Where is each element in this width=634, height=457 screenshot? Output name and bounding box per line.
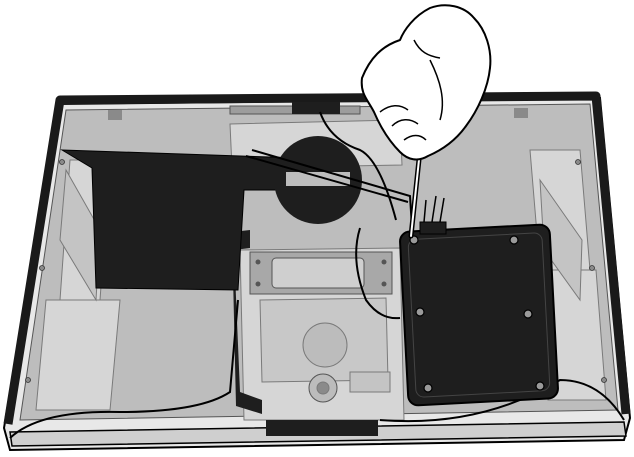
screw-icon — [424, 384, 432, 392]
screw-icon — [416, 308, 424, 316]
screw-icon — [536, 382, 544, 390]
center-bracket — [250, 252, 392, 294]
screw-icon — [524, 310, 532, 318]
screw-icon — [510, 236, 518, 244]
fan — [274, 136, 362, 224]
